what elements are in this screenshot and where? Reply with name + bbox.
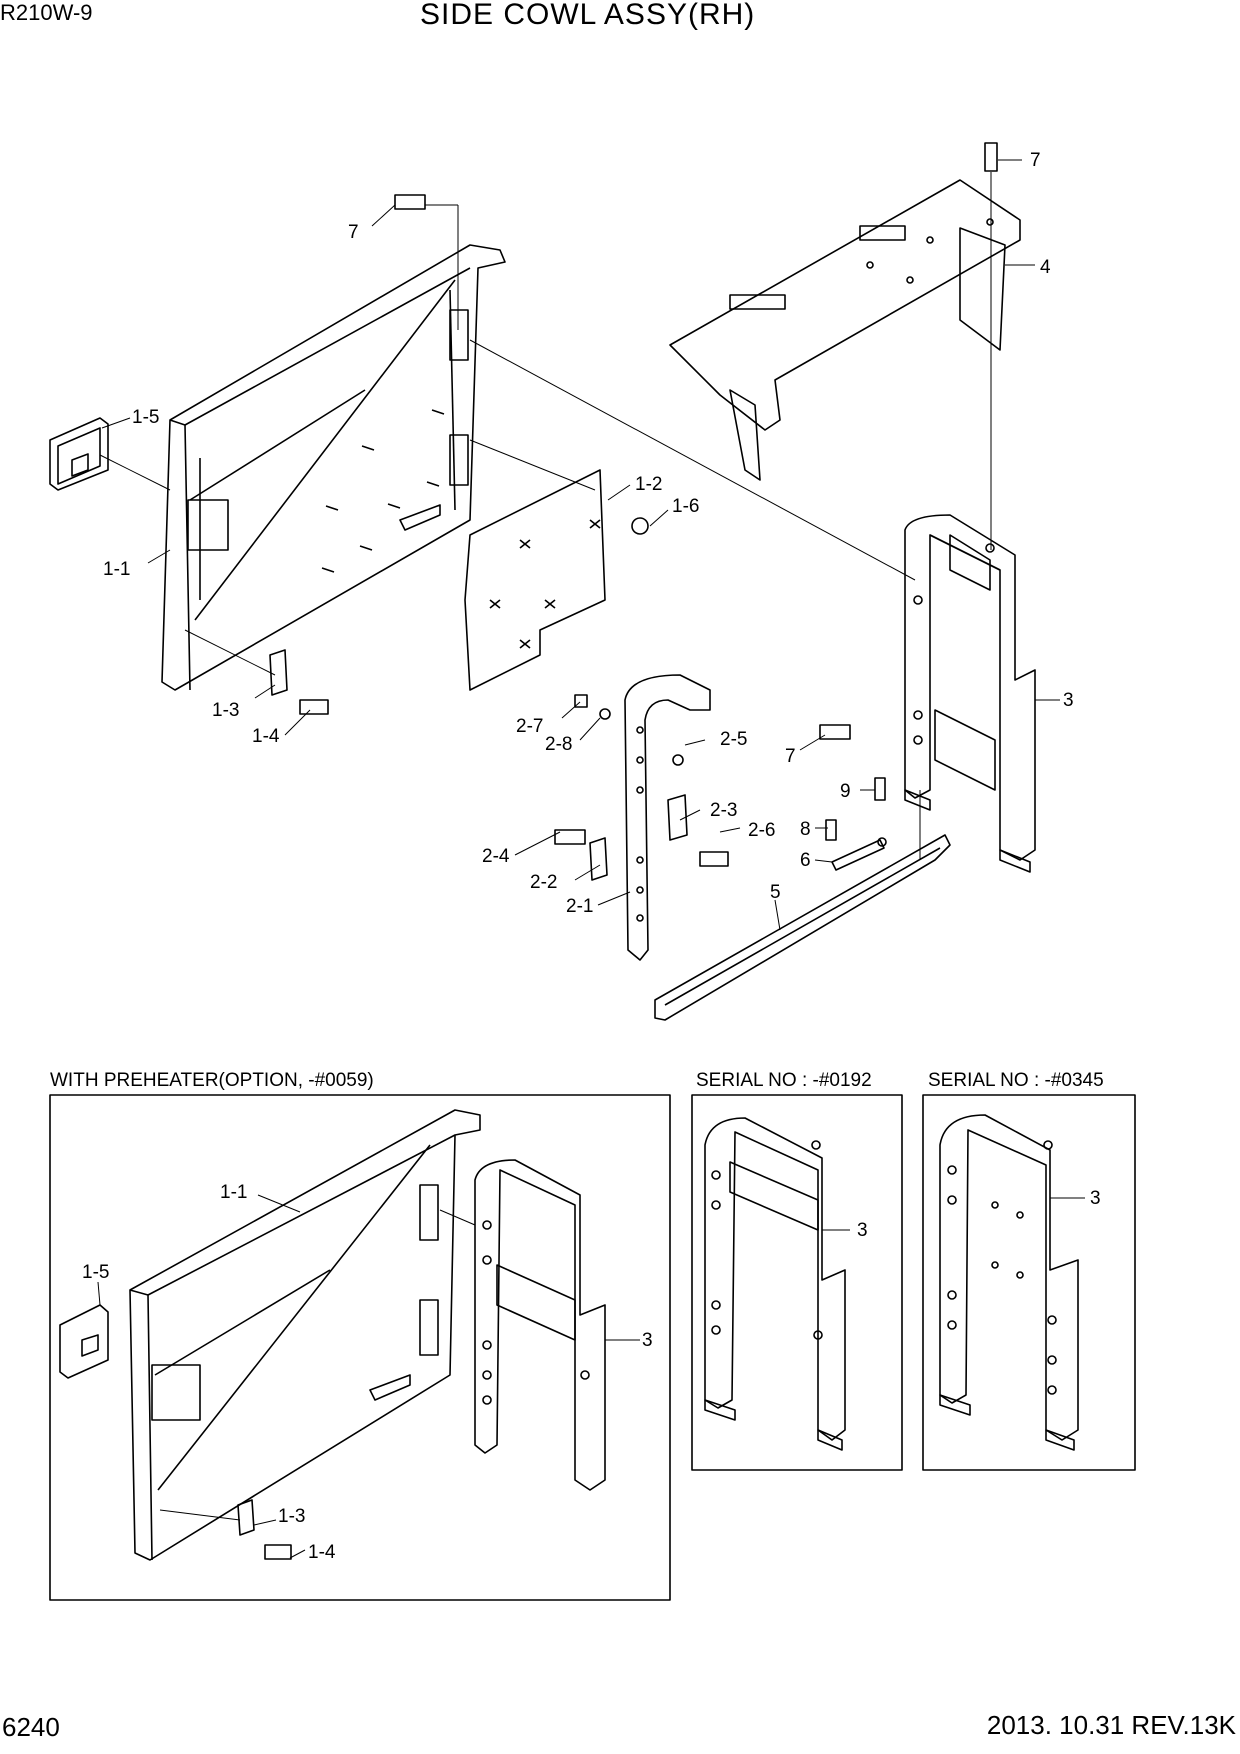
bracket-arm <box>624 674 711 961</box>
box-callout-1-3: 1-3 <box>278 1506 305 1527</box>
serial-0192-frame <box>704 1117 846 1451</box>
serial-0345-box <box>922 1094 1136 1471</box>
callout-7-left: 7 <box>348 222 359 243</box>
serial-0192-callout-3: 3 <box>857 1220 868 1241</box>
serial-box-1-caption: SERIAL NO : -#0192 <box>696 1070 872 1091</box>
callout-1-3: 1-3 <box>212 700 239 721</box>
callout-2-8: 2-8 <box>545 734 572 755</box>
serial-0345-frame <box>939 1114 1079 1451</box>
preheater-hardware <box>237 1499 292 1560</box>
latch-handle <box>49 417 109 491</box>
box-callout-3: 3 <box>642 1330 653 1351</box>
hardware-bolts <box>269 142 998 881</box>
side-frame <box>904 514 1036 873</box>
callout-1-4: 1-4 <box>252 726 280 747</box>
bottom-rail <box>654 834 951 1021</box>
callout-5: 5 <box>770 882 781 903</box>
serial-0192-box <box>691 1094 903 1471</box>
callout-2-4: 2-4 <box>482 846 510 867</box>
callout-1-1: 1-1 <box>103 559 130 580</box>
serial-box-2-caption: SERIAL NO : -#0345 <box>928 1070 1104 1091</box>
side-cowl-door <box>161 244 506 691</box>
callout-leaders <box>101 159 1060 931</box>
box-callout-1-4: 1-4 <box>308 1542 336 1563</box>
callout-1-5: 1-5 <box>132 407 159 428</box>
top-bracket <box>669 179 1021 481</box>
box-callout-1-5: 1-5 <box>82 1262 109 1283</box>
preheater-latch <box>59 1304 109 1379</box>
callout-2-6: 2-6 <box>748 820 775 841</box>
serial-0345-callout-3: 3 <box>1090 1188 1101 1209</box>
page-title: SIDE COWL ASSY(RH) <box>420 0 756 31</box>
revision-date: 2013. 10.31 REV.13K <box>986 1710 1236 1740</box>
callout-2-5: 2-5 <box>720 729 747 750</box>
page-number: 6240 <box>2 1712 60 1742</box>
callout-2-7: 2-7 <box>516 716 543 737</box>
callout-1-2: 1-2 <box>635 474 662 495</box>
callout-1-6: 1-6 <box>672 496 699 517</box>
inner-panel <box>464 469 649 691</box>
preheater-door <box>129 1109 481 1561</box>
callout-7-top: 7 <box>1030 150 1041 171</box>
callout-4: 4 <box>1040 257 1051 278</box>
preheater-leaders <box>97 1194 640 1559</box>
preheater-frame <box>474 1159 606 1491</box>
callout-6: 6 <box>800 850 811 871</box>
callout-2-2: 2-2 <box>530 872 557 893</box>
callout-2-3: 2-3 <box>710 800 737 821</box>
link-rod <box>831 837 887 871</box>
preheater-box <box>49 1094 671 1601</box>
callout-2-1: 2-1 <box>566 896 593 917</box>
callout-9: 9 <box>840 781 851 802</box>
preheater-box-caption: WITH PREHEATER(OPTION, -#0059) <box>50 1070 374 1091</box>
callout-7-mid: 7 <box>785 746 796 767</box>
assembly-lines <box>99 172 992 860</box>
callout-3: 3 <box>1063 690 1074 711</box>
model-code: R210W-9 <box>0 0 93 25</box>
callout-8: 8 <box>800 819 811 840</box>
box-callout-1-1: 1-1 <box>220 1182 247 1203</box>
